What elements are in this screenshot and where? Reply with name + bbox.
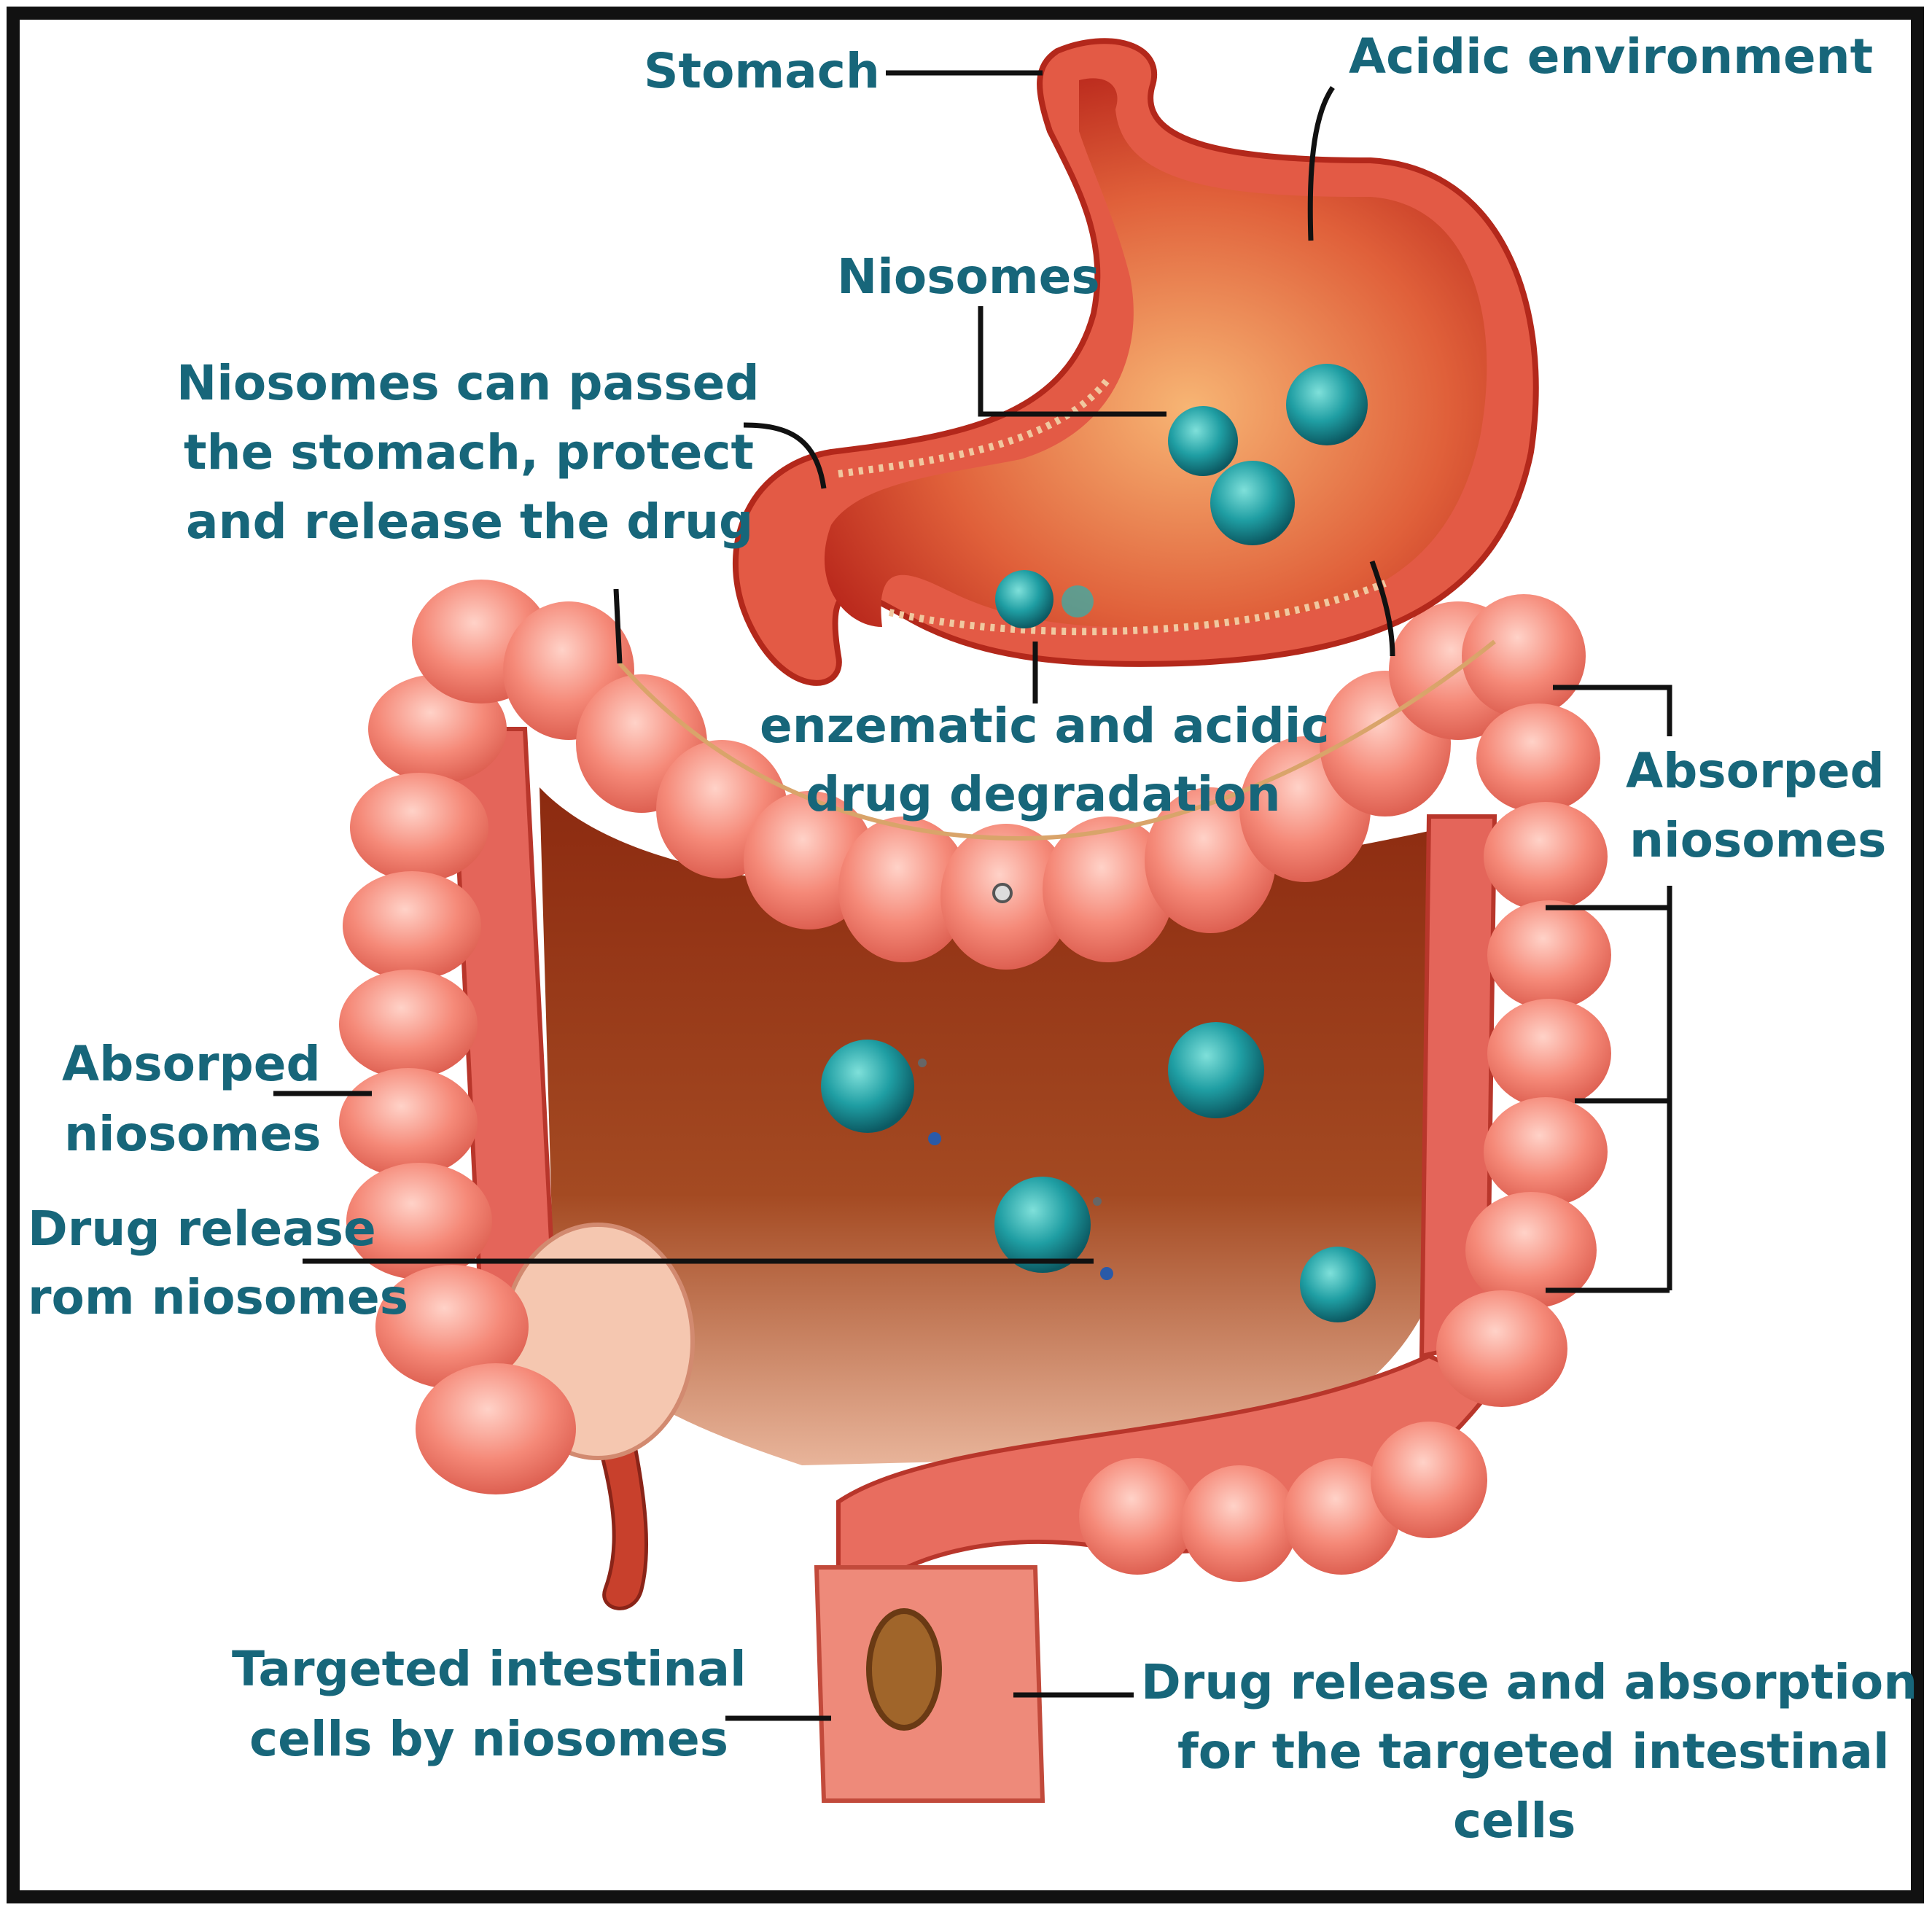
- colon-lumen: [540, 787, 1436, 1465]
- stomach-mucosa-band-2: [888, 580, 1387, 636]
- stomach-niosome-3: [1210, 461, 1295, 545]
- colon-marker-pin: [992, 883, 1013, 903]
- labels: Stomach Acidic environment Niosomes Nios…: [28, 28, 1917, 1849]
- absorbed-right-bracket: [1546, 886, 1672, 1293]
- label-niosomes: Niosomes: [837, 249, 1100, 305]
- stomach-niosome-1: [1286, 364, 1368, 445]
- passed-leader: [743, 422, 827, 489]
- colon-niosomes: [821, 1022, 1376, 1322]
- colon-niosome-1: [821, 1040, 914, 1133]
- stomach-niosome-5: [1062, 585, 1094, 617]
- stomach-niosome-4: [995, 570, 1053, 628]
- leader-lines: [273, 70, 1672, 1721]
- label-degradation-line-2: drug degradation: [806, 766, 1281, 822]
- passed-colon-leader: [613, 588, 623, 664]
- stomach-niosome-2: [1168, 406, 1238, 476]
- label-absorption-line-3: cells: [1453, 1793, 1575, 1849]
- absorbed-right-leader-top: [1553, 685, 1672, 736]
- label-passed-line-3: and release the drug: [186, 494, 753, 550]
- label-absorbed-left-line-2: niosomes: [64, 1106, 321, 1162]
- colon-niosome-2: [1168, 1022, 1264, 1118]
- label-acidic-environment: Acidic environment: [1349, 28, 1873, 85]
- label-stomach: Stomach: [644, 43, 880, 99]
- acidic-leader: [1307, 85, 1335, 241]
- stomach: [733, 38, 1539, 686]
- released-drug-dot-1: [928, 1132, 941, 1145]
- label-absorbed-right-line-2: niosomes: [1629, 812, 1886, 868]
- label-targeted-line-1: Targeted intestinal: [232, 1641, 747, 1697]
- label-absorption-line-1: Drug release and absorption: [1141, 1654, 1917, 1710]
- haustra-transverse: [412, 580, 1586, 970]
- stomach-mucosa-band: [838, 376, 1111, 478]
- colon-niosome-4: [1300, 1247, 1376, 1322]
- colon: [339, 580, 1611, 1803]
- label-absorption-line-2: for the targeted intestinal: [1177, 1723, 1890, 1780]
- haustra-sigmoid: [1079, 1422, 1487, 1582]
- degradation-leader-2: [1369, 560, 1395, 657]
- haustra-right: [1436, 703, 1611, 1407]
- colon-niosome-3: [994, 1177, 1091, 1273]
- stomach-inner: [824, 78, 1487, 628]
- label-degradation-line-1: enzematic and acidic: [760, 698, 1330, 754]
- label-drug-release-line-2: rom niosomes: [28, 1269, 408, 1325]
- label-passed-line-2: the stomach, protect: [184, 424, 754, 480]
- label-passed-line-1: Niosomes can passed: [176, 355, 760, 411]
- rectum-fecal-content: [866, 1608, 942, 1731]
- released-drug-dot-4: [1093, 1197, 1102, 1206]
- label-absorbed-left-line-1: Absorped: [62, 1036, 321, 1092]
- released-drug-dot-2: [1100, 1267, 1113, 1280]
- taenia-coli: [618, 639, 1496, 841]
- label-targeted-line-2: cells by niosomes: [249, 1711, 728, 1767]
- label-drug-release-line-1: Drug release: [28, 1201, 376, 1257]
- label-absorbed-right-line-1: Absorped: [1626, 743, 1885, 799]
- released-drug-dot-3: [918, 1059, 927, 1067]
- niosomes-leader: [978, 306, 1166, 417]
